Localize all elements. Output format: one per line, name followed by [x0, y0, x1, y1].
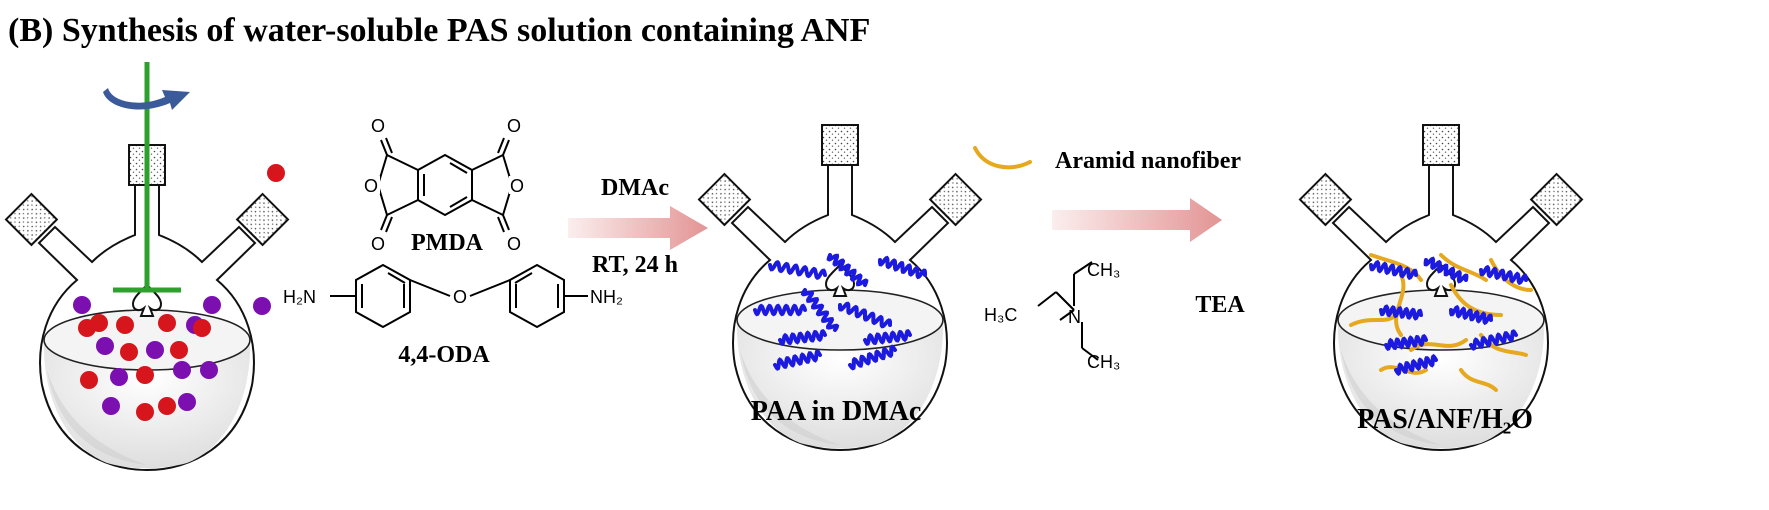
- polymer-chain: [848, 344, 897, 371]
- polymer-chain: [1423, 256, 1469, 284]
- atom-o: O: [371, 116, 385, 136]
- polymer-chain: [1394, 353, 1438, 377]
- polymer-chain: [826, 253, 869, 287]
- aramid-fiber: [1369, 253, 1423, 282]
- polymer-chain: [1449, 304, 1493, 326]
- purple-monomer-dot: [173, 361, 191, 379]
- oda-amine-left: H₂N: [283, 287, 316, 307]
- red-monomer-dot: [267, 164, 285, 182]
- aramid-nanofiber-icon: [973, 146, 1032, 170]
- atom-o: O: [364, 176, 378, 196]
- red-monomer-dot: [120, 343, 138, 361]
- red-monomer-dot: [158, 397, 176, 415]
- polymer-chains: [1369, 256, 1528, 377]
- tea-ch3-top: CH₃: [1087, 260, 1120, 280]
- purple-monomer-dot: [253, 297, 271, 315]
- atom-o: O: [510, 176, 524, 196]
- red-monomer-dot: [78, 319, 96, 337]
- pmda-structure: [376, 137, 514, 233]
- oda-structure: [330, 263, 588, 329]
- red-monomer-dot: [136, 403, 154, 421]
- step1-solvent: DMAc: [601, 175, 669, 201]
- red-monomer-dot: [116, 316, 134, 334]
- polymer-chain: [863, 329, 912, 346]
- purple-monomer-dot: [73, 296, 91, 314]
- polymer-chain: [1369, 259, 1418, 281]
- red-monomer-dot: [158, 314, 176, 332]
- tea-structure: [1037, 261, 1099, 361]
- tea-ch3-bottom: CH₃: [1087, 352, 1120, 372]
- tea-nitrogen: N: [1068, 307, 1081, 327]
- flask-paa: [697, 124, 983, 451]
- legend-fiber-label: Aramid nanofiber: [1055, 148, 1241, 174]
- aramid-fiber: [1349, 313, 1398, 327]
- oda-amine-right: NH₂: [590, 287, 623, 307]
- polymer-chain: [1479, 264, 1528, 286]
- polymer-chain: [878, 255, 927, 280]
- red-monomer-dot: [170, 341, 188, 359]
- polymer-chain: [778, 329, 827, 346]
- purple-monomer-dot: [178, 393, 196, 411]
- pmda-atoms: O O O O O O: [364, 116, 525, 254]
- reaction-arrow-step1: [568, 206, 708, 250]
- flask-pas-anf: [1298, 124, 1584, 451]
- purple-monomer-dot: [146, 341, 164, 359]
- atom-o: O: [507, 234, 521, 254]
- oda-ether-oxygen: O: [453, 287, 467, 307]
- polymer-chain: [1469, 329, 1518, 351]
- red-monomer-dot: [80, 371, 98, 389]
- flask-monomers: [4, 144, 290, 471]
- purple-monomer-dot: [110, 368, 128, 386]
- oda-label: 4,4-ODA: [398, 342, 490, 368]
- mechanical-stirrer: [113, 62, 181, 293]
- polymer-chain: [1384, 333, 1428, 352]
- atom-o: O: [507, 116, 521, 136]
- purple-monomer-dot: [203, 296, 221, 314]
- red-monomer-dot: [136, 366, 154, 384]
- product2-label: PAS/ANF/H₂O: [1357, 404, 1533, 435]
- aramid-fiber: [1394, 273, 1406, 337]
- purple-monomer-dot: [102, 397, 120, 415]
- reaction-arrow-step2: [1052, 198, 1222, 242]
- purple-monomer-dot: [200, 361, 218, 379]
- rotation-arrow-icon: [103, 88, 190, 110]
- product1-label: PAA in DMAc: [751, 396, 922, 427]
- figure-title: (B) Synthesis of water-soluble PAS solut…: [8, 12, 870, 49]
- step2-reagent: TEA: [1195, 292, 1245, 318]
- red-monomer-dot: [193, 319, 211, 337]
- polymer-chain: [753, 303, 807, 317]
- tea-h3c-left: H₃C: [984, 305, 1017, 325]
- step1-conditions: RT, 24 h: [592, 252, 678, 278]
- monomer-dots: [73, 296, 221, 421]
- polymer-chain: [800, 288, 840, 332]
- aramid-fiber: [1439, 253, 1488, 282]
- atom-o: O: [371, 234, 385, 254]
- polymer-chain: [768, 259, 827, 281]
- aramid-fiber: [1489, 258, 1533, 292]
- purple-monomer-dot: [96, 337, 114, 355]
- pmda-label: PMDA: [411, 230, 484, 256]
- aramid-fiber: [1449, 283, 1503, 317]
- polymer-chain: [1379, 304, 1423, 321]
- polymer-chain: [773, 349, 822, 371]
- polymer-chains: [753, 253, 927, 371]
- polymer-chain: [838, 301, 892, 329]
- aramid-fiber: [1459, 368, 1498, 392]
